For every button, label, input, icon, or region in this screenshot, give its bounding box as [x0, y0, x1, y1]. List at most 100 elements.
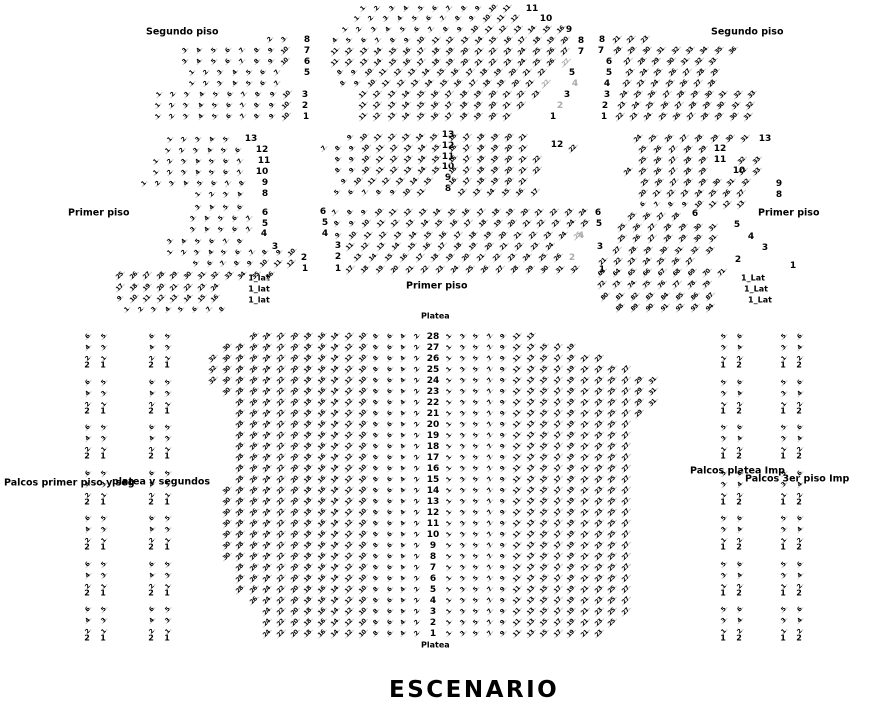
seat[interactable]: 11	[511, 331, 522, 342]
seat[interactable]: 11	[511, 397, 522, 408]
seat[interactable]: 8	[252, 46, 260, 55]
seat[interactable]: 23	[434, 264, 445, 275]
seat[interactable]: 26	[631, 233, 642, 244]
seat[interactable]: 11	[357, 111, 368, 122]
seat[interactable]: 19	[141, 282, 152, 293]
seat[interactable]: 33	[707, 56, 718, 67]
seat[interactable]: 14	[329, 474, 341, 485]
seat[interactable]: 26	[652, 144, 663, 155]
seat[interactable]: 4	[399, 497, 407, 506]
seat[interactable]: 3	[180, 57, 189, 66]
seat[interactable]: 7	[439, 14, 447, 23]
seat[interactable]: 4	[399, 398, 407, 407]
seat[interactable]: 8	[232, 259, 241, 268]
seat[interactable]: 8	[252, 57, 260, 66]
seat[interactable]: 3	[182, 112, 190, 121]
seat[interactable]: 29	[677, 222, 688, 233]
seat[interactable]: 5	[472, 442, 480, 451]
seat[interactable]: 4	[196, 112, 205, 121]
seat[interactable]: 15	[538, 485, 549, 496]
seat[interactable]: 26	[678, 78, 689, 89]
seat[interactable]: 21	[524, 78, 535, 89]
seat[interactable]: 12	[343, 529, 354, 540]
seat[interactable]: 21	[579, 496, 590, 507]
seat[interactable]: 11	[707, 199, 718, 210]
seat[interactable]: 1	[779, 627, 788, 636]
seat[interactable]: 22	[275, 584, 286, 595]
seat[interactable]: 26	[248, 595, 259, 606]
seat[interactable]: 2	[202, 79, 210, 88]
seat[interactable]: 26	[663, 133, 674, 144]
seat[interactable]: 1	[444, 552, 453, 561]
seat[interactable]: 17	[461, 176, 472, 187]
seat[interactable]: 13	[168, 293, 180, 304]
seat[interactable]: 17	[552, 375, 563, 386]
seat[interactable]: 20	[289, 386, 300, 397]
seat[interactable]: 20	[459, 46, 470, 57]
seat[interactable]: 18	[302, 441, 313, 452]
seat[interactable]: 28	[662, 222, 673, 233]
seat[interactable]: 15	[446, 207, 457, 218]
seat[interactable]: 12	[388, 165, 399, 176]
seat[interactable]: 21	[579, 375, 590, 386]
seat[interactable]: 4	[399, 376, 407, 385]
seat[interactable]: 21	[579, 584, 590, 595]
seat[interactable]: 21	[579, 518, 590, 529]
seat[interactable]: 11	[374, 143, 385, 154]
seat[interactable]: 13	[525, 595, 536, 606]
seat[interactable]: 2	[168, 101, 176, 110]
seat[interactable]: 11	[329, 57, 340, 68]
seat[interactable]: 15	[538, 408, 549, 419]
seat[interactable]: 76	[656, 279, 667, 290]
seat[interactable]: 22	[275, 452, 286, 463]
seat[interactable]: 18	[475, 132, 486, 143]
seat[interactable]: 6	[735, 605, 744, 614]
seat[interactable]: 20	[289, 573, 300, 584]
seat[interactable]: 64	[611, 267, 622, 278]
seat[interactable]: 31	[673, 245, 684, 256]
seat[interactable]: 5	[472, 486, 480, 495]
seat[interactable]: 12	[371, 100, 383, 111]
seat[interactable]: 11	[511, 474, 522, 485]
seat[interactable]: 6	[83, 423, 92, 432]
seat[interactable]: 10	[360, 218, 371, 229]
seat[interactable]: 28	[670, 211, 681, 222]
seat[interactable]: 6	[430, 4, 439, 13]
seat[interactable]: 11	[374, 154, 385, 165]
seat[interactable]: 18	[475, 154, 486, 165]
seat[interactable]: 21	[473, 57, 484, 68]
seat[interactable]: 5	[210, 112, 219, 121]
seat[interactable]: 26	[248, 507, 259, 518]
seat[interactable]: 10	[357, 474, 368, 485]
seat[interactable]: 23	[593, 474, 604, 485]
seat[interactable]: 6	[424, 14, 433, 23]
seat[interactable]: 1	[444, 431, 453, 440]
seat[interactable]: 10	[373, 207, 384, 218]
seat[interactable]: 22	[531, 165, 542, 176]
seat[interactable]: 7	[485, 585, 494, 594]
seat[interactable]: 18	[302, 551, 313, 562]
seat[interactable]: 22	[275, 595, 286, 606]
seat[interactable]: 15	[415, 100, 426, 111]
seat[interactable]: 24	[209, 282, 220, 293]
seat[interactable]: 31	[742, 111, 753, 122]
seat[interactable]: 29	[697, 166, 708, 177]
seat[interactable]: 15	[538, 342, 549, 353]
seat[interactable]: 3	[458, 332, 467, 341]
seat[interactable]: 24	[638, 67, 649, 78]
seat[interactable]: 14	[329, 573, 341, 584]
seat[interactable]: 28	[682, 177, 693, 188]
seat[interactable]: 4	[735, 434, 744, 443]
seat[interactable]: 17	[552, 628, 563, 639]
seat[interactable]: 14	[400, 111, 411, 122]
seat[interactable]: 32	[670, 45, 681, 56]
seat[interactable]: 9	[499, 343, 507, 352]
seat[interactable]: 3	[458, 365, 467, 374]
seat[interactable]: 4	[795, 434, 804, 443]
seat[interactable]: 15	[538, 573, 549, 584]
seat[interactable]: 16	[447, 165, 458, 176]
seat[interactable]: 7	[239, 101, 247, 110]
seat[interactable]: 5	[398, 25, 407, 34]
seat[interactable]: 6	[735, 560, 744, 569]
seat[interactable]: 17	[552, 353, 563, 364]
